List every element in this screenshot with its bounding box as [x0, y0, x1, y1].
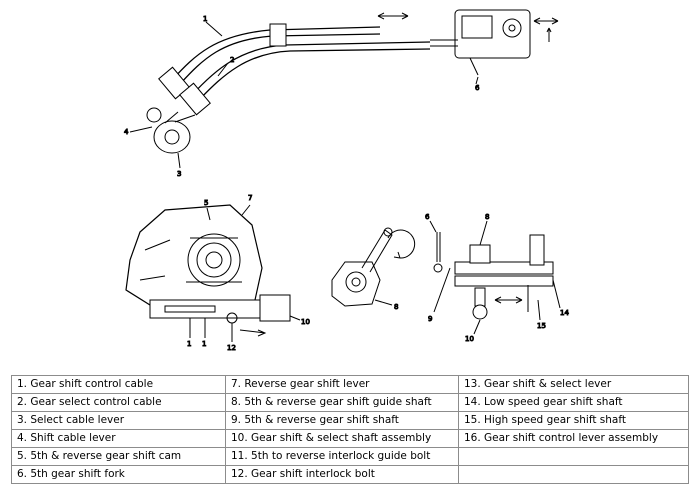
- legend-row: 2. Gear select control cable 8. 5th & re…: [11, 393, 689, 412]
- legend-cell: 9. 5th & reverse gear shift shaft: [225, 411, 459, 430]
- legend-cell: [458, 447, 689, 466]
- callout-right-6: 6: [425, 213, 430, 221]
- legend-cell: 14. Low speed gear shift shaft: [458, 393, 689, 412]
- callout-top-4: 4: [124, 128, 129, 136]
- legend-cell: 6. 5th gear shift fork: [11, 465, 226, 484]
- callout-middle-8: 8: [394, 303, 398, 311]
- legend-row: 5. 5th & reverse gear shift cam 11. 5th …: [11, 447, 689, 466]
- legend-cell: 2. Gear select control cable: [11, 393, 226, 412]
- legend-cell: 10. Gear shift & select shaft assembly: [225, 429, 459, 448]
- callout-right-9: 9: [428, 315, 432, 323]
- legend-cell: 1. Gear shift control cable: [11, 375, 226, 394]
- legend-row: 1. Gear shift control cable 7. Reverse g…: [11, 375, 689, 394]
- callout-top-6: 6: [475, 84, 480, 92]
- legend-cell: 16. Gear shift control lever assembly: [458, 429, 689, 448]
- callout-right-8: 8: [485, 213, 489, 221]
- legend-cell: 15. High speed gear shift shaft: [458, 411, 689, 430]
- callout-left-10: 10: [301, 318, 310, 326]
- callout-left-1a: 1: [187, 340, 191, 348]
- legend-cell: [458, 465, 689, 484]
- shift-cam-drawing: [331, 227, 416, 307]
- legend-cell: 3. Select cable lever: [11, 411, 226, 430]
- callout-top-3: 3: [177, 170, 181, 178]
- legend-cell: 4. Shift cable lever: [11, 429, 226, 448]
- callout-left-7: 7: [248, 194, 252, 202]
- callout-right-10: 10: [465, 335, 474, 343]
- parts-legend-table: 1. Gear shift control cable 7. Reverse g…: [11, 375, 689, 484]
- callout-left-12: 12: [227, 344, 236, 352]
- callout-top-2: 2: [230, 56, 234, 64]
- callout-right-15: 15: [537, 322, 546, 330]
- gear-shift-illustration: 1 2 3 4 6 5 7 1 1 12 10: [124, 9, 570, 353]
- callout-right-14: 14: [560, 309, 569, 317]
- callout-left-1b: 1: [202, 340, 206, 348]
- transmission-case-drawing: [125, 204, 301, 342]
- legend-cell: 5. 5th & reverse gear shift cam: [11, 447, 226, 466]
- shift-shafts-drawing: [429, 220, 561, 335]
- legend-row: 3. Select cable lever 9. 5th & reverse g…: [11, 411, 689, 430]
- legend-cell: 11. 5th to reverse interlock guide bolt: [225, 447, 459, 466]
- cable-assembly-drawing: [129, 9, 559, 169]
- legend-cell: 7. Reverse gear shift lever: [225, 375, 459, 394]
- legend-cell: 13. Gear shift & select lever: [458, 375, 689, 394]
- legend-row: 4. Shift cable lever 10. Gear shift & se…: [11, 429, 689, 448]
- callout-left-5: 5: [204, 199, 208, 207]
- legend-cell: 8. 5th & reverse gear shift guide shaft: [225, 393, 459, 412]
- legend-row: 6. 5th gear shift fork 12. Gear shift in…: [11, 465, 689, 484]
- legend-cell: 12. Gear shift interlock bolt: [225, 465, 459, 484]
- callout-top-1: 1: [203, 15, 207, 23]
